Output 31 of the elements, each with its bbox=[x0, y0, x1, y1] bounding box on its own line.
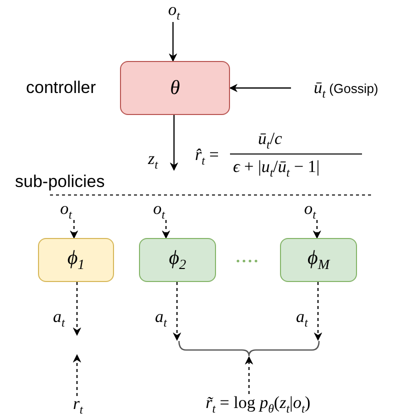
math-text: o$_{t}$ bbox=[148, 202, 170, 220]
formula-denominator: ϵ + |u$_{t}$/ū$_{t}$ − 1| bbox=[233, 158, 320, 180]
policy-box bbox=[280, 238, 357, 282]
arrow bbox=[170, 115, 178, 171]
arrow bbox=[162, 220, 170, 239]
arrow bbox=[70, 220, 78, 239]
arrow bbox=[244, 356, 254, 394]
arrow bbox=[172, 282, 182, 341]
arrow bbox=[72, 282, 82, 336]
arrow bbox=[314, 282, 322, 341]
math-text: o$_{t}$ bbox=[296, 202, 324, 220]
formula-text: r̂$_{t}$ = bbox=[195, 146, 219, 168]
section-label: sub-policies bbox=[15, 172, 105, 192]
math-text: ū$_{t}$ (Gossip) bbox=[294, 79, 398, 101]
math-text: o$_{t}$ bbox=[52, 202, 80, 220]
policy-box bbox=[139, 238, 216, 282]
math-symbol: θ bbox=[170, 78, 180, 98]
node-caption: controller bbox=[26, 78, 96, 98]
math-text: o$_{t}$ bbox=[160, 2, 188, 22]
math-symbol: ϕ$_{M}$ bbox=[307, 248, 330, 272]
math-text: r̃$_{t}$ = log p$_{θ}$(z$_{t}$|o$_{t}$) bbox=[188, 394, 328, 416]
math-text: r$_{t}$ bbox=[64, 396, 92, 416]
policy-box bbox=[38, 238, 114, 282]
controller-box bbox=[120, 61, 230, 115]
arrow bbox=[229, 84, 291, 92]
math-symbol: ϕ$_{2}$ bbox=[168, 248, 186, 272]
math-symbol: ϕ$_{1}$ bbox=[67, 248, 85, 272]
formula-numerator: ū$_{t}$/c bbox=[258, 130, 282, 152]
arrow bbox=[168, 22, 178, 62]
arrow bbox=[72, 354, 82, 396]
arrow bbox=[312, 220, 322, 239]
